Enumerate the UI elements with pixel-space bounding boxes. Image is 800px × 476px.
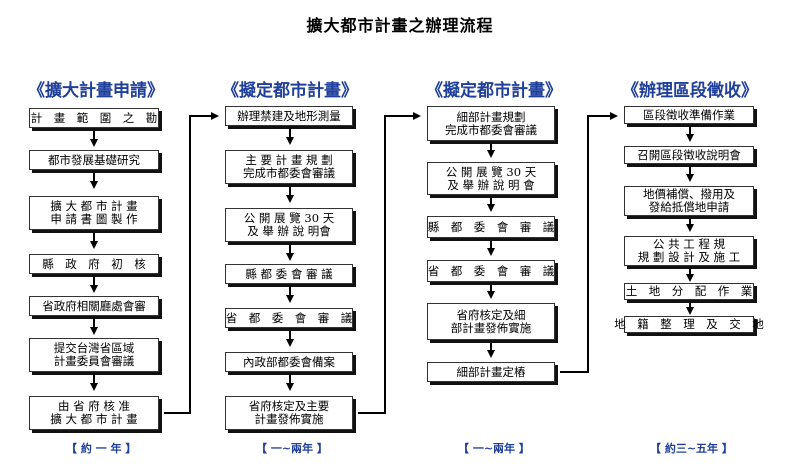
step-label: 及 舉 辦 說 明 會	[447, 177, 535, 192]
duration-label: 【 約 一 年 】	[66, 442, 137, 455]
step-box: 提交台灣省區域計畫委員會審議	[29, 338, 159, 372]
step-box: 由 省 府 核 准擴 大 都 市 計 畫	[29, 396, 159, 430]
step-label: 提交台灣省區域	[53, 341, 135, 355]
duration-label: 【 一~兩年 】	[458, 442, 530, 455]
step-label: 公 開 展 覽 30 天	[445, 164, 537, 179]
step-label: 內政部都委會備案	[243, 354, 335, 369]
arrow-connector	[358, 112, 421, 414]
step-box: 地 籍 整 理 及 交 地	[614, 316, 764, 333]
step-box: 公 開 展 覽 30 天及 舉 辦 說 明 會	[427, 162, 555, 195]
step-label: 省府核定及主要	[248, 399, 330, 413]
column-heading-draft-main: 《擬定都市計畫》	[222, 81, 358, 101]
step-box: 縣 都 委 會 審 議	[427, 216, 555, 238]
step-label: 規 劃 設 計 及 施 工	[637, 250, 741, 264]
diagram-title: 擴大都市計畫之辦理流程	[306, 16, 494, 35]
step-box: 細部計畫定樁	[427, 362, 555, 382]
step-box: 省 都 委 會 審 議	[225, 308, 353, 328]
step-label: 都市發展基礎研究	[48, 152, 140, 167]
step-label: 縣 都 委 會 審 議	[427, 219, 555, 234]
step-box: 召開區段徵收說明會	[624, 146, 754, 164]
step-box: 省 都 委 會 審 議	[427, 260, 555, 282]
step-label: 區段徵收準備作業	[643, 107, 735, 122]
step-box: 省政府相關廳處會審	[29, 296, 159, 316]
step-box: 土 地 分 配 作 業	[624, 283, 754, 300]
column-heading-expropriation: 《辦理區段徵收》	[622, 81, 758, 101]
step-label: 部計畫發佈實施	[450, 320, 532, 335]
step-box: 區段徵收準備作業	[624, 106, 754, 124]
step-label: 申 請 書 圖 製 作	[50, 212, 138, 226]
step-label: 擴 大 都 市 計 畫	[50, 199, 138, 213]
step-label: 計畫委員會審議	[53, 354, 135, 368]
step-label: 細部計畫定樁	[456, 364, 526, 379]
arrow-connector	[560, 112, 618, 373]
step-label: 地 籍 整 理 及 交 地	[614, 317, 764, 331]
step-label: 主 要 計 畫 規 劃	[245, 153, 333, 167]
step-label: 省政府相關廳處會審	[42, 298, 146, 313]
step-label: 細部計畫規劃	[456, 109, 526, 124]
step-box: 地價補償、撥用及發給抵償地申請	[624, 186, 754, 216]
step-label: 召開區段徵收說明會	[637, 147, 741, 162]
step-box: 主 要 計 畫 規 劃完成市都委會審議	[225, 150, 353, 184]
step-label: 計畫發佈實施	[254, 412, 324, 426]
step-label: 縣 政 府 初 核	[42, 256, 146, 271]
step-box: 都市發展基礎研究	[29, 150, 159, 170]
step-label: 計 畫 範 圍 之 勘	[30, 110, 158, 125]
step-label: 由 省 府 核 准	[57, 399, 131, 413]
step-label: 發給抵償地申請	[648, 200, 730, 214]
step-label: 省 都 委 會 審 議	[427, 263, 555, 278]
step-label: 擴 大 都 市 計 畫	[50, 412, 138, 426]
step-box: 縣 都 委 會 審 議	[225, 264, 353, 284]
step-box: 公 共 工 程 規規 劃 設 計 及 施 工	[624, 236, 754, 266]
step-label: 公 共 工 程 規	[652, 237, 726, 251]
step-box: 擴 大 都 市 計 畫申 請 書 圖 製 作	[29, 196, 159, 230]
step-box: 縣 政 府 初 核	[29, 254, 159, 274]
step-label: 及 舉 辦 說 明會	[247, 224, 331, 238]
column-heading-draft-detail: 《擬定都市計畫》	[426, 81, 562, 101]
step-label: 完成市都委會審議	[445, 122, 537, 137]
step-label: 辦理禁建及地形測量	[237, 108, 341, 123]
step-box: 公 開 展 覽 30 天及 舉 辦 說 明會	[225, 208, 353, 242]
duration-label: 【 約三~五年 】	[650, 442, 733, 455]
step-box: 內政部都委會備案	[225, 352, 353, 372]
step-box: 省府核定及主要計畫發佈實施	[225, 396, 353, 430]
step-label: 省府核定及細	[456, 307, 526, 322]
step-label: 公 開 展 覽 30 天	[243, 211, 335, 225]
step-label: 土 地 分 配 作 業	[625, 284, 753, 298]
step-box: 省府核定及細部計畫發佈實施	[427, 303, 555, 340]
column-heading-apply: 《擴大計畫申請》	[28, 81, 164, 101]
step-label: 省 都 委 會 審 議	[225, 310, 353, 325]
step-box: 細部計畫規劃完成市都委會審議	[427, 106, 555, 141]
duration-label: 【 一~兩年 】	[256, 442, 328, 455]
step-label: 完成市都委會審議	[243, 166, 335, 180]
step-label: 縣 都 委 會 審 議	[245, 266, 333, 281]
step-box: 計 畫 範 圍 之 勘	[29, 108, 159, 128]
arrow-connector	[164, 112, 219, 414]
step-label: 地價補償、撥用及	[643, 187, 735, 201]
step-box: 辦理禁建及地形測量	[225, 106, 353, 126]
